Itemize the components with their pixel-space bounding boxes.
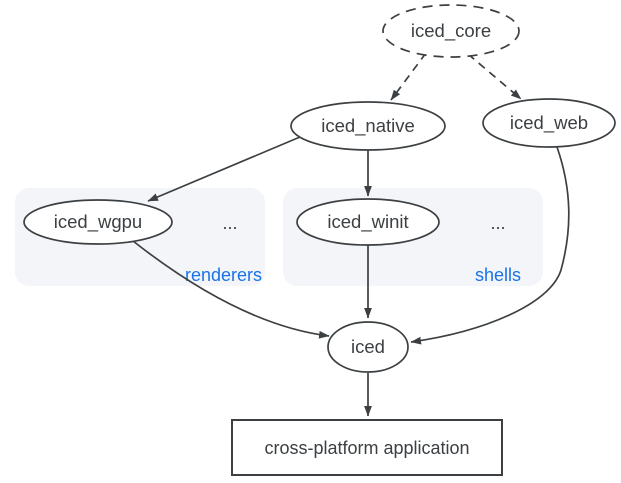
edge-iced_core-to-iced_web [467, 53, 522, 100]
node-iced-web-label: iced_web [510, 112, 588, 134]
edge-iced_wgpu-to-iced [132, 240, 330, 339]
node-iced-wgpu: iced_wgpu [23, 199, 173, 245]
node-iced-core-shape [382, 4, 520, 58]
node-iced-winit-shape [296, 198, 440, 246]
node-iced-web: iced_web [482, 98, 616, 148]
group-shells-label: shells [475, 265, 521, 285]
node-iced-winit-label: iced_winit [327, 211, 408, 233]
node-application: cross-platform application [231, 419, 503, 476]
node-iced-label: iced [351, 336, 385, 357]
node-iced-wgpu-label: iced_wgpu [54, 211, 142, 233]
node-iced-native-label: iced_native [321, 115, 415, 137]
group-renderers-ellipsis: ... [222, 213, 237, 233]
node-iced-web-shape [482, 98, 616, 148]
edges [132, 52, 570, 417]
node-iced-core: iced_core [382, 4, 520, 58]
node-iced-core-label: iced_core [411, 20, 491, 42]
node-iced-shape [327, 321, 409, 373]
node-iced-native: iced_native [290, 101, 446, 151]
group-renderers-label: renderers [185, 265, 262, 285]
node-iced-winit: iced_winit [296, 198, 440, 246]
nodes: iced_core iced_native iced_web iced_wgpu… [23, 4, 616, 476]
group-shells-ellipsis: ... [490, 213, 505, 233]
node-iced: iced [327, 321, 409, 373]
node-iced-wgpu-shape [23, 199, 173, 245]
node-application-label: cross-platform application [264, 438, 469, 458]
edge-iced_core-to-iced_native [390, 52, 427, 101]
node-iced-native-shape [290, 101, 446, 151]
edge-iced_native-to-iced_wgpu [147, 136, 301, 202]
edge-iced_web-to-iced [410, 146, 570, 345]
node-application-shape [231, 419, 503, 476]
